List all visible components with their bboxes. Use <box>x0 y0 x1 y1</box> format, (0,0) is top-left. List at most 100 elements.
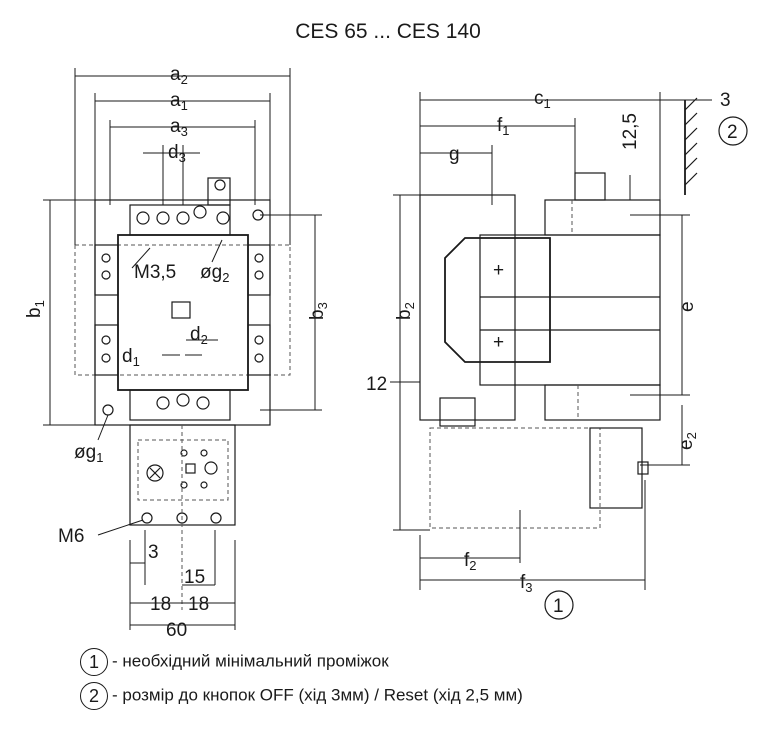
legend-marker-2: 2 <box>80 682 108 710</box>
overload-dashed-frame <box>137 439 229 501</box>
label-f2-sub: 2 <box>469 558 476 573</box>
side-overload-dashed <box>429 427 601 529</box>
label-f1-sub: 1 <box>502 123 509 138</box>
svg-text:øg2: øg2 <box>200 262 229 285</box>
label-b3: b <box>307 309 328 320</box>
diagram-title: CES 65 ... CES 140 <box>295 20 481 43</box>
reset-button <box>637 461 649 475</box>
svg-text:f3: f3 <box>520 572 533 595</box>
svg-text:b1: b1 <box>24 300 47 318</box>
marker-1: 1 <box>553 596 564 617</box>
label-e2: e <box>676 439 697 450</box>
wall-hatch <box>684 97 698 186</box>
label-b1-sub: 1 <box>32 300 47 307</box>
label-f2: f <box>464 550 470 571</box>
label-e2-sub: 2 <box>684 432 699 439</box>
label-d1-sub: 1 <box>133 354 140 369</box>
front-dimensions <box>43 68 322 630</box>
legend-note-1: 1- необхідний мінімальний проміжок <box>80 648 389 676</box>
base-plate <box>94 199 271 426</box>
terminal-screws <box>101 179 264 416</box>
label-dim60: 60 <box>166 620 187 641</box>
label-m6: M6 <box>58 526 84 547</box>
label-dim125: 12,5 <box>620 113 641 150</box>
label-f3: f <box>520 572 526 593</box>
svg-text:b2: b2 <box>394 302 417 320</box>
svg-text:a1: a1 <box>170 90 188 113</box>
legend-note-2: 2- розмір до кнопок OFF (хід 3мм) / Rese… <box>80 682 523 710</box>
right-aux-block-top <box>247 244 271 296</box>
label-a3-sub: 3 <box>181 124 188 139</box>
svg-text:øg1: øg1 <box>74 442 103 465</box>
left-aux-block-bottom <box>94 324 119 376</box>
side-overload-block <box>589 427 643 509</box>
label-f3-sub: 3 <box>525 580 532 595</box>
label-d1: d <box>122 346 133 367</box>
label-dim3-right: 3 <box>720 90 731 111</box>
side-labels: c1 f1 g b2 e e2 12,5 12 3 2 f2 f3 1 <box>366 88 748 620</box>
svg-text:c1: c1 <box>534 88 551 111</box>
label-a1-sub: 1 <box>181 98 188 113</box>
svg-text:f2: f2 <box>464 550 477 573</box>
label-g2: øg <box>200 262 222 283</box>
label-a2: a <box>170 64 181 85</box>
marker-2-circle <box>718 116 748 146</box>
svg-text:a3: a3 <box>170 116 188 139</box>
top-terminal-block <box>129 204 231 236</box>
front-envelope-dashed <box>74 244 291 376</box>
label-g: g <box>449 144 460 165</box>
label-b2-sub: 2 <box>402 302 417 309</box>
svg-text:+: + <box>493 332 504 353</box>
aux-contact <box>207 177 231 206</box>
left-aux-block-top <box>94 244 119 296</box>
label-a1: a <box>170 90 181 111</box>
side-bottom-terminal <box>544 384 661 421</box>
label-g1: øg <box>74 442 96 463</box>
front-view <box>74 177 291 610</box>
side-lower-clip <box>439 397 476 427</box>
label-b3-sub: 3 <box>315 302 330 309</box>
side-top-terminal <box>544 199 661 236</box>
label-a2-sub: 2 <box>181 72 188 87</box>
label-a3: a <box>170 116 181 137</box>
label-d2: d <box>190 324 201 345</box>
side-mounting-plate <box>419 194 516 421</box>
svg-text:d2: d2 <box>190 324 208 347</box>
side-view: + + <box>419 97 698 529</box>
bottom-terminal-block <box>129 389 231 421</box>
label-dim18b: 18 <box>188 594 209 615</box>
label-b2: b <box>394 309 415 320</box>
center-indicator <box>171 301 191 319</box>
label-c1: c <box>534 88 544 109</box>
label-d3: d <box>168 142 179 163</box>
right-aux-block-bottom <box>247 324 271 376</box>
svg-text:d1: d1 <box>122 346 140 369</box>
label-g2-sub: 2 <box>222 270 229 285</box>
svg-text:f1: f1 <box>497 115 510 138</box>
svg-text:a2: a2 <box>170 64 188 87</box>
off-button <box>574 172 606 201</box>
label-c1-sub: 1 <box>544 96 551 111</box>
label-f1: f <box>497 115 503 136</box>
svg-text:e2: e2 <box>676 432 699 450</box>
svg-text:b3: b3 <box>307 302 330 320</box>
label-dim12: 12 <box>366 374 387 395</box>
legend-text-1: - необхідний мінімальний проміжок <box>112 651 389 671</box>
legend-marker-1: 1 <box>80 648 108 676</box>
label-d3-sub: 3 <box>179 150 186 165</box>
label-b1: b <box>24 307 45 318</box>
svg-text:+: + <box>493 260 504 281</box>
legend-text-2: - розмір до кнопок OFF (хід 3мм) / Reset… <box>112 685 523 705</box>
label-dim18a: 18 <box>150 594 171 615</box>
marker-2: 2 <box>727 122 738 143</box>
label-g1-sub: 1 <box>96 450 103 465</box>
label-m35: M3,5 <box>134 262 176 283</box>
side-coil-housing <box>444 237 551 363</box>
label-dim15: 15 <box>184 567 205 588</box>
side-dimensions <box>390 92 712 590</box>
label-dim3: 3 <box>148 542 159 563</box>
label-d2-sub: 2 <box>201 332 208 347</box>
front-labels: a2 a1 a3 d3 b1 b3 M3,5 øg2 d2 d1 øg1 M6 … <box>24 64 330 641</box>
svg-text:d3: d3 <box>168 142 186 165</box>
